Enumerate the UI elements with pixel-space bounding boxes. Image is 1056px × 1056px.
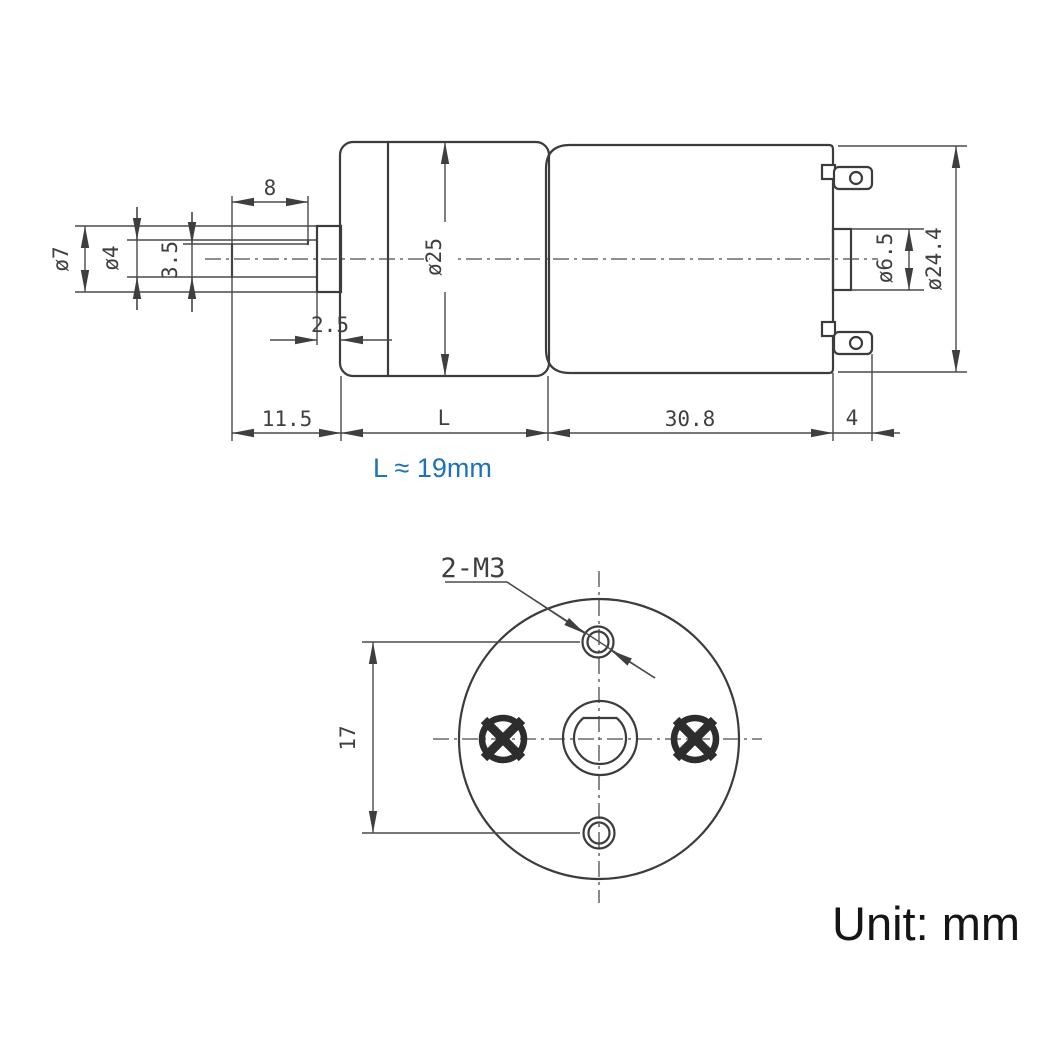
- screw-left: [478, 714, 528, 764]
- mount-holes-callout: 2-M3: [440, 553, 656, 679]
- motor-terminal-top: [820, 163, 874, 191]
- dim-gearbox-length-label: L: [438, 406, 451, 430]
- dim-rear-shaft-dia: ø6.5: [851, 228, 924, 291]
- dim-shaft-dia: ø4: [99, 207, 142, 310]
- mount-hole-top: [581, 625, 615, 659]
- dim-label: ø7: [49, 246, 73, 271]
- side-view: 8 ø7 ø4 3.5 2.5: [49, 140, 967, 483]
- dim-gearbox-dia: ø25: [422, 142, 453, 376]
- dim-shaft-length-label: 11.5: [262, 407, 313, 431]
- dim-length-chain: 11.5 L 30.8 4: [232, 354, 900, 441]
- motor-terminal-bottom: [820, 320, 874, 356]
- front-view: 17 2-M3: [336, 553, 762, 903]
- shaft-d-profile: [572, 716, 628, 766]
- dim-boss-length: 2.5: [270, 292, 392, 345]
- dim-label: 3.5: [158, 241, 182, 279]
- shaft-boss-circle: [561, 699, 639, 777]
- dim-terminal-length-label: 4: [846, 406, 859, 430]
- dim-hole-spacing: 17: [336, 641, 580, 834]
- gearbox-length-note: L ≈ 19mm: [373, 453, 492, 483]
- dim-label: 8: [264, 176, 277, 200]
- dim-label: 17: [336, 725, 360, 750]
- dim-label: ø24.4: [922, 227, 946, 290]
- dim-shaft-outer-dia: ø7: [49, 226, 90, 292]
- gearbox-face-circle: [457, 597, 741, 881]
- dim-label: ø6.5: [873, 233, 897, 284]
- dim-motor-dia: ø24.4: [838, 145, 967, 373]
- dim-flat-height: 3.5: [158, 212, 197, 312]
- dim-motor-length-label: 30.8: [665, 407, 716, 431]
- mount-hole-bottom: [582, 816, 616, 850]
- dim-label: 2.5: [311, 313, 349, 337]
- dim-label: ø25: [422, 238, 446, 276]
- dim-flat-length: 8: [231, 176, 309, 441]
- dim-label: ø4: [99, 245, 123, 270]
- motor-outline: [544, 143, 874, 375]
- mount-holes-label: 2-M3: [440, 553, 505, 584]
- screw-right: [670, 714, 720, 764]
- unit-note: Unit: mm: [832, 897, 1020, 950]
